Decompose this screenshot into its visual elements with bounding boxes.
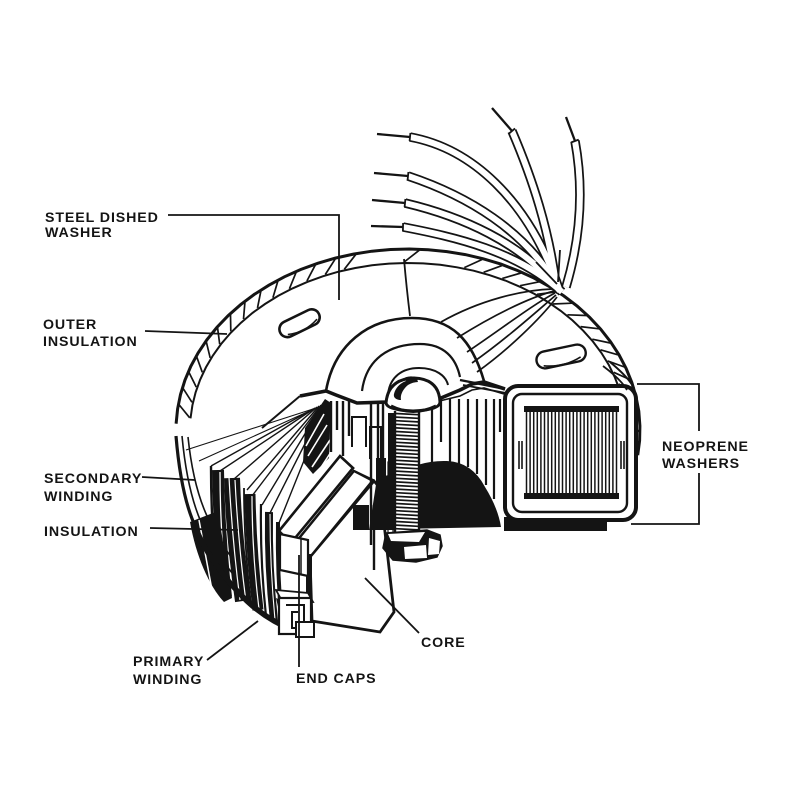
svg-text:PRIMARY: PRIMARY <box>133 654 204 670</box>
svg-text:END CAPS: END CAPS <box>296 671 377 687</box>
svg-text:NEOPRENE: NEOPRENE <box>662 439 749 455</box>
svg-text:STEEL DISHED: STEEL DISHED <box>45 210 159 226</box>
svg-text:WINDING: WINDING <box>44 489 113 505</box>
svg-text:INSULATION: INSULATION <box>44 524 139 540</box>
svg-text:WINDING: WINDING <box>133 672 202 688</box>
svg-text:OUTER: OUTER <box>43 317 97 333</box>
svg-text:WASHERS: WASHERS <box>662 456 740 472</box>
svg-text:SECONDARY: SECONDARY <box>44 471 142 487</box>
svg-text:INSULATION: INSULATION <box>43 334 138 350</box>
svg-text:CORE: CORE <box>421 635 466 651</box>
svg-text:WASHER: WASHER <box>45 225 113 241</box>
